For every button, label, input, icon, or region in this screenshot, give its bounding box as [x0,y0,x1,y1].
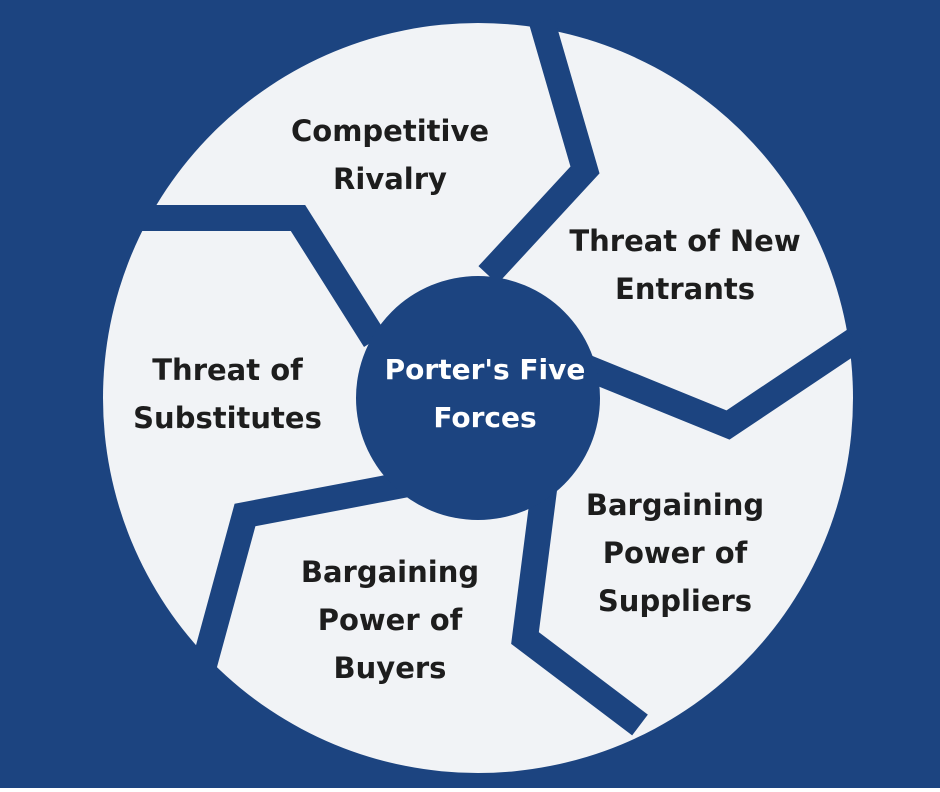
center-title-line: Forces [433,401,537,434]
force-threat-of-new-entrants: Threat of New Entrants [530,217,840,313]
force-label-line: Bargaining [300,555,480,589]
center-title: Porter's Five Forces [355,346,615,442]
force-competitive-rivalry: Competitive Rivalry [240,107,540,203]
segment-dividers [135,18,863,736]
divider-buyers-substitutes [187,471,411,684]
force-bargaining-power-of-buyers: Bargaining Power of Buyers [270,548,510,692]
center-title-line: Porter's Five [384,353,586,386]
force-threat-of-substitutes: Threat of Substitutes [105,346,350,442]
divider-substitutes-rivalry [135,205,386,347]
center-hub [356,276,600,520]
force-label-line: Suppliers [597,584,753,618]
force-label-line: Threat of [152,353,303,387]
divider-rivalry-entrants [478,18,600,284]
force-label-line: Competitive [290,114,490,148]
force-label-line: Power of [317,603,463,637]
force-label-line: Power of [602,536,748,570]
force-label-line: Threat of New [569,224,801,258]
force-label-line: Substitutes [133,401,322,435]
divider-suppliers-buyers [511,480,648,736]
force-label-line: Rivalry [333,162,447,196]
force-bargaining-power-of-suppliers: Bargaining Power of Suppliers [545,481,805,625]
force-label-line: Entrants [615,272,755,306]
force-label-line: Bargaining [585,488,765,522]
divider-entrants-suppliers [563,329,863,440]
force-label-line: Buyers [333,651,447,685]
